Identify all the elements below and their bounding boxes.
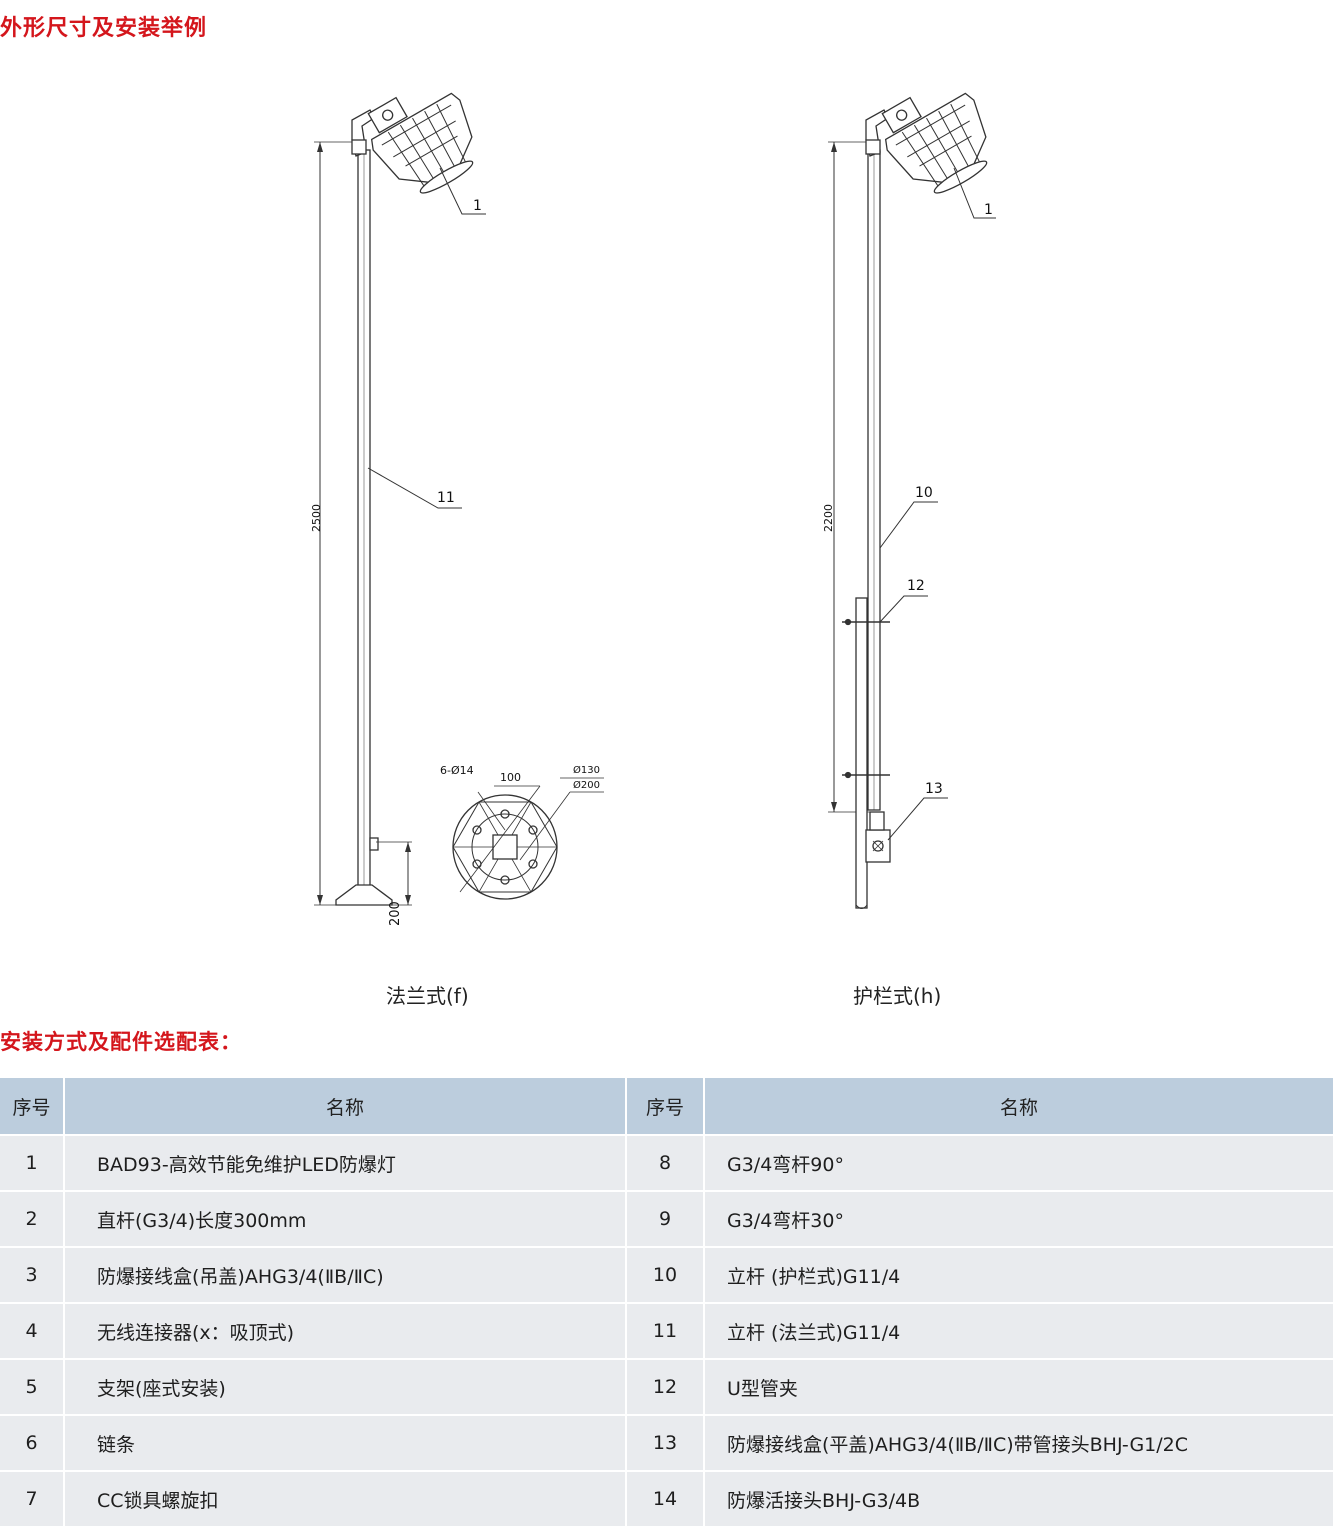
table-header-row: 序号 名称 序号 名称 <box>0 1078 1333 1135</box>
part-label-13: 13 <box>925 781 943 797</box>
cell-name: 无线连接器(x：吸顶式) <box>63 1302 626 1359</box>
table-row: 7 CC锁具螺旋扣 14 防爆活接头BHJ-G3/4B <box>0 1470 1333 1526</box>
cell-no: 3 <box>0 1246 64 1303</box>
table-row: 3 防爆接线盒(吊盖)AHG3/4(ⅡB/ⅡC) 10 立杆 (护栏式)G11/… <box>0 1246 1333 1303</box>
section-title-table: 安装方式及配件选配表： <box>0 1030 242 1054</box>
cell-no: 11 <box>625 1302 704 1359</box>
caption-flange-type: 法兰式(f) <box>386 984 469 1008</box>
cell-no: 13 <box>625 1414 704 1471</box>
flange-pole-drawing <box>314 92 604 906</box>
dim-6-holes: 6-Ø14 <box>440 764 474 777</box>
dim-d130: Ø130 <box>573 765 600 776</box>
cell-name: G3/4弯杆30° <box>703 1190 1333 1247</box>
cell-name: 直杆(G3/4)长度300mm <box>63 1190 626 1247</box>
table-row: 6 链条 13 防爆接线盒(平盖)AHG3/4(ⅡB/ⅡC)带管接头BHJ-G1… <box>0 1414 1333 1471</box>
cell-name: G3/4弯杆90° <box>703 1134 1333 1191</box>
section-title-dimensions: 外形尺寸及安装举例 <box>0 16 208 41</box>
cell-no: 2 <box>0 1190 64 1247</box>
dim-2500: 2500 <box>310 504 323 532</box>
lamp-head-icon <box>351 92 474 194</box>
installation-drawings: 1 11 2500 200 6-Ø14 100 Ø130 Ø200 1 10 1… <box>0 40 1333 1008</box>
flange-plate-view <box>452 777 604 900</box>
cell-name: U型管夹 <box>703 1358 1333 1415</box>
cell-no: 5 <box>0 1358 64 1415</box>
header-name-left: 名称 <box>63 1078 626 1135</box>
dim-d200: Ø200 <box>573 780 600 791</box>
accessories-table: 序号 名称 序号 名称 1 BAD93-高效节能免维护LED防爆灯 8 G3/4… <box>0 1078 1333 1526</box>
cell-no: 1 <box>0 1134 64 1191</box>
part-label-10: 10 <box>915 485 933 501</box>
header-no-right: 序号 <box>625 1078 704 1135</box>
cell-name: 防爆接线盒(平盖)AHG3/4(ⅡB/ⅡC)带管接头BHJ-G1/2C <box>703 1414 1333 1471</box>
cell-no: 7 <box>0 1470 64 1526</box>
cell-name: BAD93-高效节能免维护LED防爆灯 <box>63 1134 626 1191</box>
dim-200: 200 <box>388 901 403 926</box>
table-row: 1 BAD93-高效节能免维护LED防爆灯 8 G3/4弯杆90° <box>0 1134 1333 1191</box>
header-no-left: 序号 <box>0 1078 64 1135</box>
table-row: 4 无线连接器(x：吸顶式) 11 立杆 (法兰式)G11/4 <box>0 1302 1333 1359</box>
part-label-1-h: 1 <box>984 202 993 218</box>
cell-no: 6 <box>0 1414 64 1471</box>
cell-name: 防爆活接头BHJ-G3/4B <box>703 1470 1333 1526</box>
caption-guardrail-type: 护栏式(h) <box>853 984 942 1008</box>
header-name-right: 名称 <box>703 1078 1333 1135</box>
dim-100: 100 <box>500 771 521 784</box>
part-label-11: 11 <box>437 490 455 506</box>
cell-no: 4 <box>0 1302 64 1359</box>
cell-no: 10 <box>625 1246 704 1303</box>
cell-no: 14 <box>625 1470 704 1526</box>
cell-name: 防爆接线盒(吊盖)AHG3/4(ⅡB/ⅡC) <box>63 1246 626 1303</box>
cell-no: 8 <box>625 1134 704 1191</box>
dim-2200: 2200 <box>822 504 835 532</box>
part-label-1-f: 1 <box>473 198 482 214</box>
cell-name: 链条 <box>63 1414 626 1471</box>
guardrail-pole-drawing <box>828 92 996 909</box>
cell-name: 立杆 (法兰式)G11/4 <box>703 1302 1333 1359</box>
lamp-head-icon <box>865 92 988 194</box>
table-row: 2 直杆(G3/4)长度300mm 9 G3/4弯杆30° <box>0 1190 1333 1247</box>
cell-no: 12 <box>625 1358 704 1415</box>
cell-name: CC锁具螺旋扣 <box>63 1470 626 1526</box>
part-label-12: 12 <box>907 578 925 594</box>
cell-name: 立杆 (护栏式)G11/4 <box>703 1246 1333 1303</box>
cell-name: 支架(座式安装) <box>63 1358 626 1415</box>
cell-no: 9 <box>625 1190 704 1247</box>
drawings-svg <box>314 92 996 909</box>
table-row: 5 支架(座式安装) 12 U型管夹 <box>0 1358 1333 1415</box>
